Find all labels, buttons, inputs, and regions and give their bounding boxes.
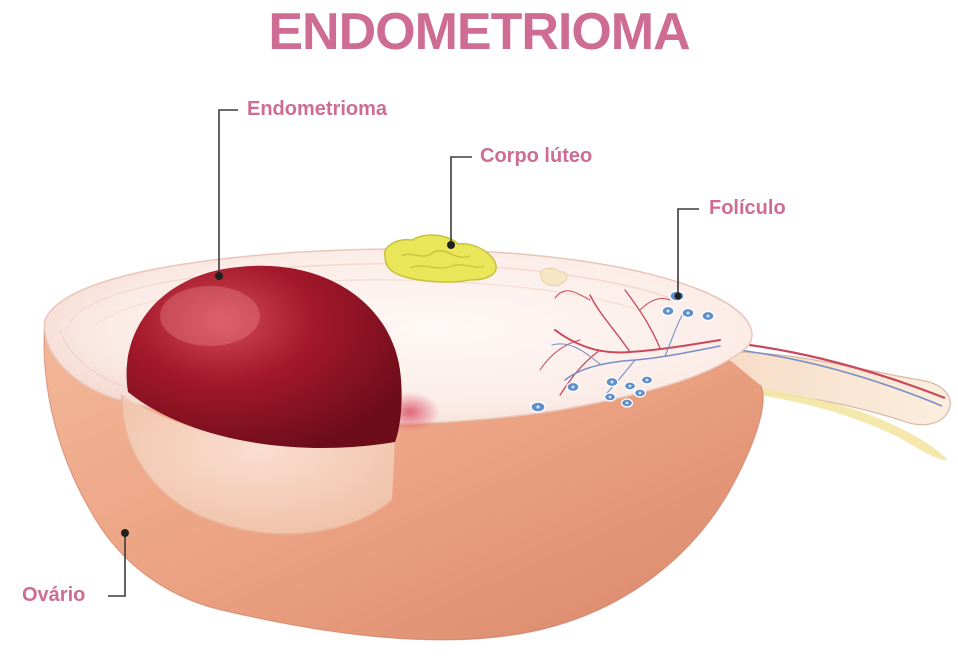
leader-dot-foliculo bbox=[675, 293, 682, 300]
follicle bbox=[567, 383, 579, 392]
label-endometrioma: Endometrioma bbox=[247, 98, 387, 121]
follicle bbox=[662, 307, 674, 316]
label-foliculo: Folículo bbox=[709, 197, 786, 220]
leader-dot-corpo-luteo bbox=[447, 241, 455, 249]
leader-dot-endometrioma bbox=[215, 272, 223, 280]
follicle bbox=[606, 378, 618, 387]
follicle bbox=[682, 309, 694, 318]
follicle bbox=[622, 399, 633, 407]
follicle bbox=[605, 393, 616, 401]
corpus-luteum bbox=[385, 235, 497, 282]
label-corpo-luteo: Corpo lúteo bbox=[480, 145, 592, 168]
follicle bbox=[642, 376, 653, 384]
leader-endometrioma bbox=[219, 110, 238, 276]
follicle bbox=[625, 382, 636, 390]
follicle bbox=[702, 312, 714, 321]
follicle bbox=[531, 402, 545, 412]
follicle bbox=[635, 389, 646, 397]
leader-corpo-luteo bbox=[451, 157, 472, 245]
label-ovario: Ovário bbox=[22, 584, 85, 607]
leader-dot-ovario bbox=[121, 529, 129, 537]
